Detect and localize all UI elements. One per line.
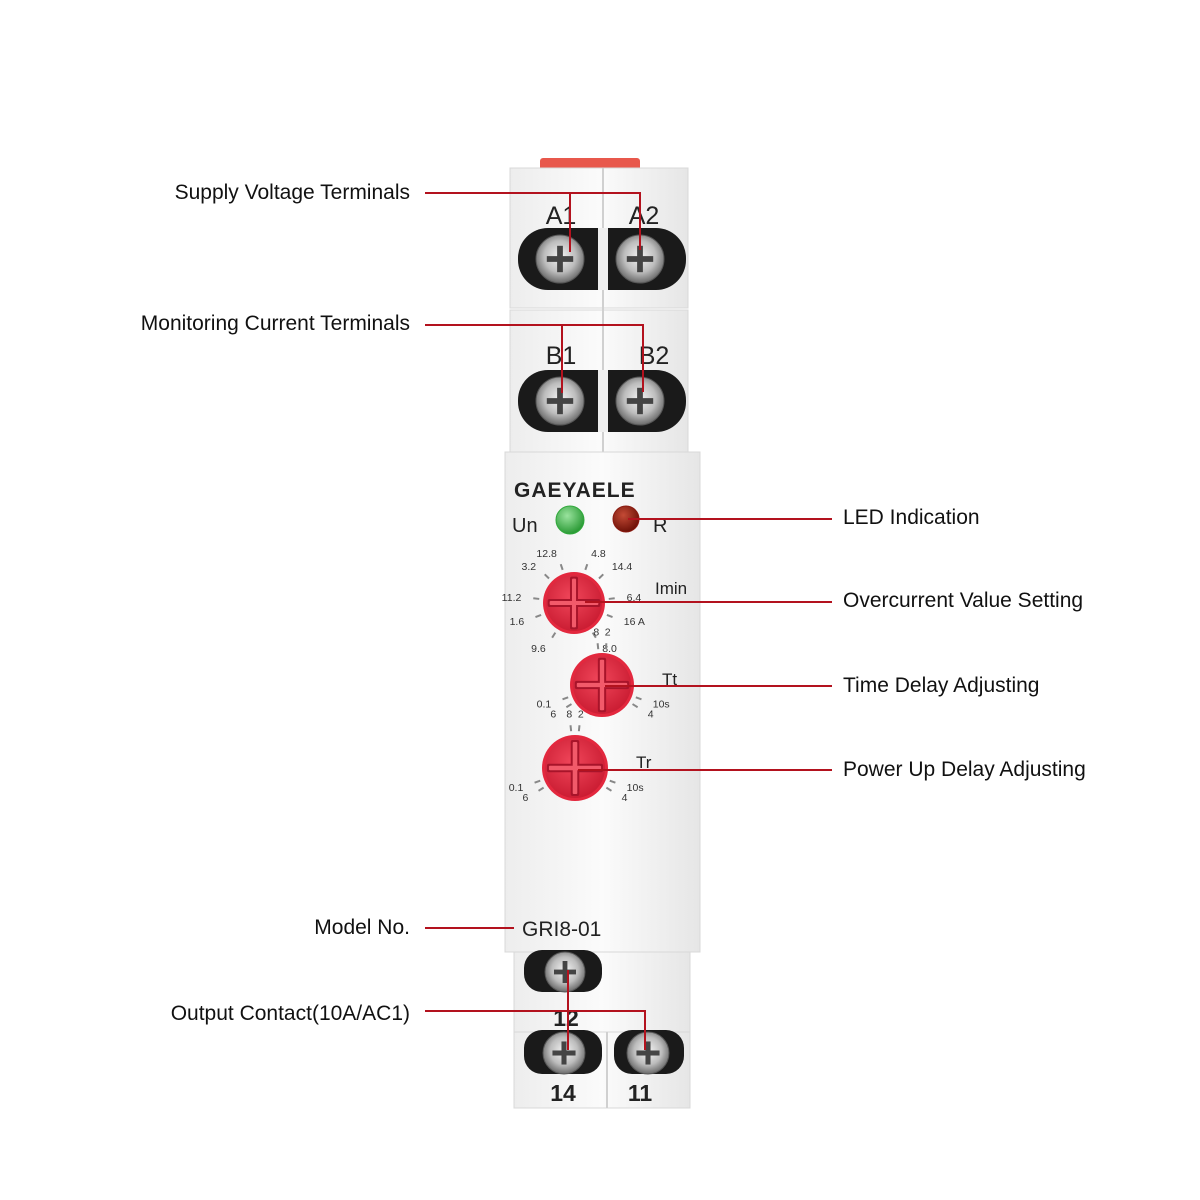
leader-output-contact <box>425 1010 646 1050</box>
knob-tr-tick <box>609 779 616 784</box>
knob-imin-scale-label: 14.4 <box>612 561 633 573</box>
label-overcurrent-value-setting: Overcurrent Value Setting <box>843 589 1084 612</box>
knob-imin-tick <box>591 632 597 639</box>
knob-tr-scale-label: 0.1 <box>509 782 524 794</box>
screw-14-icon[interactable] <box>542 1031 586 1075</box>
screw-b2-icon[interactable] <box>615 376 665 426</box>
knob-tt-scale-label: 4 <box>648 709 654 721</box>
knob-tr-tick <box>534 779 541 784</box>
knob-tr-scale-label: 10s <box>627 782 644 794</box>
knob-imin-scale-label: 9.6 <box>531 643 546 655</box>
brand-name: GAEYAELE <box>514 479 636 502</box>
knob-imin-tick <box>606 614 613 618</box>
knob-imin[interactable]: 1.6 3.2 4.8 6.4 8.0 9.6 11.2 12.8 14.4 16 A Imin <box>502 548 687 655</box>
label-monitoring-current-terminals: Monitoring Current Terminals <box>140 312 410 335</box>
screw-a1-icon[interactable] <box>535 234 585 284</box>
knob-tt-scale-label: 8 <box>593 626 599 638</box>
knob-imin-scale-label: 6.4 <box>627 592 642 604</box>
knob-tt-tick <box>631 703 639 709</box>
knob-tr-label: Tr <box>636 753 652 772</box>
led-un-indicator <box>555 505 585 535</box>
knob-tt-scale-label: 10s <box>653 698 670 710</box>
knob-imin-scale-label: 11.2 <box>502 592 522 604</box>
model-number: GRI8-01 <box>522 918 601 941</box>
label-model-no: Model No. <box>314 916 410 939</box>
led-un-label: Un <box>512 515 538 537</box>
knob-imin-tick <box>608 597 615 600</box>
knob-imin-scale-label: 8.0 <box>602 643 617 655</box>
knob-imin-label: Imin <box>655 579 687 598</box>
knob-tt-scale-label: 0.1 <box>537 698 552 710</box>
knob-imin-tick <box>551 632 557 639</box>
knob-tt-scale-label: 6 <box>550 709 556 721</box>
knob-imin-tick <box>544 573 550 580</box>
leader-monitoring-current <box>425 324 644 392</box>
knob-imin-scale-label: 1.6 <box>510 616 525 628</box>
screw-12-icon[interactable] <box>544 951 586 993</box>
terminal-label-12: 12 <box>553 1005 579 1031</box>
knob-imin-tick <box>598 573 604 580</box>
knob-tr-scale-label: 2 <box>578 708 584 720</box>
knob-tt-tick <box>562 696 569 701</box>
knob-imin-scale-label: 16 A <box>624 616 645 628</box>
knob-tt-label: Tt <box>662 670 677 689</box>
label-led-indication: LED Indication <box>843 506 980 529</box>
knob-tr-tick <box>569 725 573 732</box>
label-time-delay-adjusting: Time Delay Adjusting <box>843 674 1040 697</box>
terminal-label-a2: A2 <box>629 202 660 230</box>
screw-11-icon[interactable] <box>626 1031 670 1075</box>
label-power-up-delay-adjusting: Power Up Delay Adjusting <box>843 758 1086 781</box>
knob-imin-tick <box>559 563 564 571</box>
screw-b1-icon[interactable] <box>535 376 585 426</box>
knob-imin-tick <box>535 614 542 618</box>
terminal-label-14: 14 <box>550 1080 576 1106</box>
knob-tt-tick <box>635 696 642 701</box>
leader-supply-voltage <box>425 192 641 250</box>
knob-tt-tick <box>604 643 608 650</box>
knob-imin-scale-label: 3.2 <box>522 561 537 573</box>
terminal-label-11: 11 <box>628 1080 653 1106</box>
knob-tt-tick <box>565 703 573 709</box>
knob-imin-scale-label: 12.8 <box>536 548 557 560</box>
knob-imin-tick <box>584 563 589 571</box>
knob-tr-scale-label: 6 <box>523 792 529 804</box>
knob-tr-tick <box>605 786 612 792</box>
knob-tt-scale-label: 2 <box>605 626 611 638</box>
terminal-label-a1: A1 <box>546 202 577 230</box>
knob-tr-tick <box>577 725 581 732</box>
knob-tt-tick <box>596 643 600 650</box>
knob-imin-scale-label: 4.8 <box>591 548 606 560</box>
screw-a2-icon[interactable] <box>615 234 665 284</box>
knob-tr-scale-label: 4 <box>622 792 628 804</box>
label-supply-voltage-terminals: Supply Voltage Terminals <box>174 181 410 204</box>
label-output-contact: Output Contact(10A/AC1) <box>170 1002 410 1025</box>
led-r-label: R <box>653 515 667 537</box>
knob-tr-tick <box>538 786 545 792</box>
knob-imin-tick <box>533 597 540 600</box>
knob-tr-scale-label: 8 <box>566 708 572 720</box>
